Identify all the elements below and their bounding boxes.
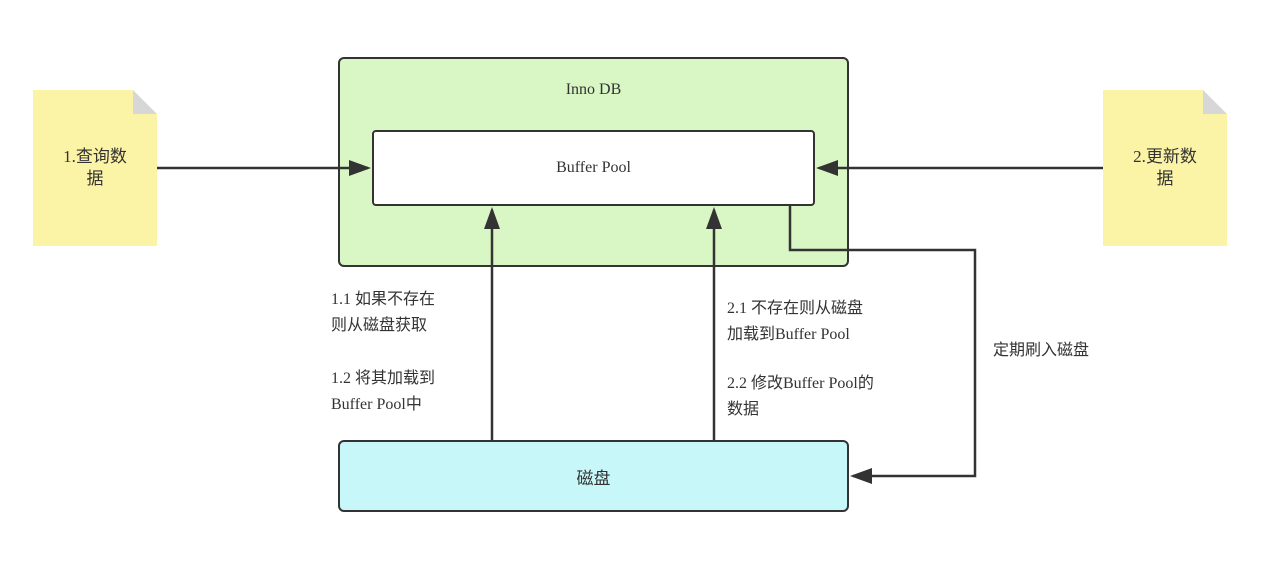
disk-box: 磁盘: [338, 440, 849, 512]
arrowhead-disk-update: [706, 207, 722, 229]
arrowhead-update: [816, 160, 838, 176]
note-fold-corner: [133, 90, 157, 114]
label-query-load: 1.2 将其加载到 Buffer Pool中: [331, 370, 436, 413]
query-data-label: 1.查询数据: [63, 147, 127, 188]
note-fold-corner: [1203, 90, 1227, 114]
label-update-modify: 2.2 修改Buffer Pool的 数据: [727, 375, 874, 418]
buffer-pool-box: Buffer Pool: [372, 130, 815, 206]
arrowhead-query: [349, 160, 371, 176]
arrowhead-disk-query: [484, 207, 500, 229]
label-flush-to-disk: 定期刷入磁盘: [993, 342, 1090, 359]
label-query-miss: 1.1 如果不存在 则从磁盘获取: [331, 291, 436, 334]
update-data-label: 2.更新数据: [1133, 147, 1197, 188]
label-update-miss: 2.1 不存在则从磁盘 加载到Buffer Pool: [727, 300, 864, 343]
arrowhead-flush: [850, 468, 872, 484]
update-data-note: 2.更新数据: [1103, 90, 1227, 246]
query-data-note: 1.查询数据: [33, 90, 157, 246]
disk-label: 磁盘: [576, 468, 611, 488]
flush-to-disk-connector: [788, 206, 977, 478]
buffer-pool-label: Buffer Pool: [556, 159, 631, 176]
innodb-title: Inno DB: [565, 81, 622, 98]
